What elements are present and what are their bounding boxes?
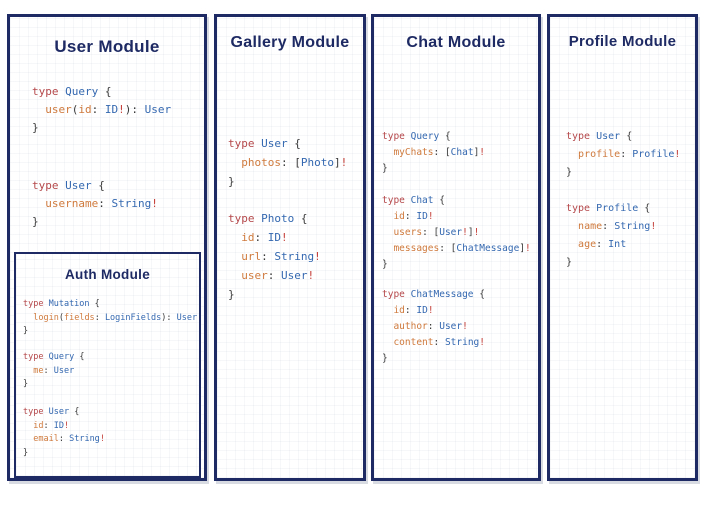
code-block: type User { profile: Profile!}	[566, 128, 680, 182]
code-block: type Chat { id: ID! users: [User!]! mess…	[382, 193, 531, 273]
code-line: type Mutation {	[23, 299, 100, 309]
code-line: type Query {	[23, 352, 85, 362]
code-line: messages: [ChatMessage]!	[393, 243, 531, 254]
code-line: profile: Profile!	[578, 149, 681, 160]
code-line: type ChatMessage {	[382, 289, 485, 300]
code-line: type Chat {	[382, 195, 445, 206]
code-block: type Query { user(id: ID!): User}	[32, 83, 171, 137]
code-line: photos: [Photo]!	[241, 156, 348, 169]
panel-title: Gallery Module	[230, 34, 350, 51]
panel-gallery-module: Gallery Module type User { photos: [Phot…	[214, 14, 366, 481]
code-line: author: User!	[393, 321, 468, 332]
code-line: username: String!	[45, 197, 158, 210]
code-line: type Query {	[32, 85, 112, 98]
code-line: id: ID!	[393, 305, 434, 316]
code-line: }	[228, 175, 235, 188]
code-line: }	[23, 447, 29, 458]
code-block: type Query { me: User}	[23, 351, 84, 392]
panel-title: Profile Module	[568, 33, 677, 50]
code-block: type User { username: String!}	[32, 177, 158, 231]
code-line: age: Int	[578, 239, 627, 250]
code-block: type Profile { name: String! age: Int}	[566, 200, 656, 272]
code-block: type Mutation { login(fields: LoginField…	[23, 298, 197, 339]
code-line: name: String!	[578, 221, 657, 232]
code-line: type User {	[566, 131, 633, 142]
code-line: id: ID!	[33, 420, 70, 431]
code-line: me: User	[33, 365, 75, 376]
code-line: }	[566, 257, 573, 268]
code-line: }	[228, 288, 235, 301]
code-line: id: ID!	[241, 231, 288, 244]
code-line: login(fields: LoginFields): User	[33, 312, 198, 323]
code-line: user(id: ID!): User	[45, 103, 172, 116]
panel-chat-module: Chat Module type Query { myChats: [Chat]…	[371, 14, 541, 481]
code-line: type User {	[228, 137, 301, 150]
code-line: }	[32, 121, 39, 134]
panel-title: User Module	[54, 37, 160, 56]
code-line: }	[32, 215, 39, 228]
code-line: email: String!	[33, 434, 105, 444]
panel-profile-module: Profile Module type User { profile: Prof…	[547, 14, 698, 481]
panel-auth-module: Auth Module type Mutation { login(fields…	[14, 252, 201, 478]
code-block: type Photo { id: ID! url: String! user: …	[228, 209, 321, 304]
panel-title: Chat Module	[406, 34, 506, 51]
code-line: myChats: [Chat]!	[393, 147, 486, 158]
code-line: type User {	[23, 407, 80, 417]
code-line: type User {	[32, 179, 105, 192]
code-line: url: String!	[241, 250, 321, 263]
code-line: type Profile {	[566, 203, 651, 214]
code-block: type Query { myChats: [Chat]!}	[382, 129, 485, 177]
code-line: content: String!	[393, 337, 486, 348]
code-line: user: User!	[241, 269, 315, 282]
code-line: id: ID!	[393, 211, 434, 222]
code-line: }	[382, 163, 388, 174]
code-line: users: [User!]!	[393, 227, 480, 238]
code-line: type Query {	[382, 131, 451, 142]
code-line: }	[382, 259, 388, 270]
code-line: }	[23, 326, 29, 336]
panel-title: Auth Module	[64, 267, 151, 282]
panel-user-module: User Module type Query { user(id: ID!): …	[7, 14, 207, 481]
code-block: type User { photos: [Photo]!}	[228, 134, 347, 191]
code-block: type User { id: ID! email: String!}	[23, 406, 105, 460]
code-block: type ChatMessage { id: ID! author: User!…	[382, 287, 485, 367]
code-line: type Photo {	[228, 212, 308, 225]
code-line: }	[566, 167, 573, 178]
code-line: }	[382, 353, 388, 364]
code-line: }	[23, 379, 29, 389]
